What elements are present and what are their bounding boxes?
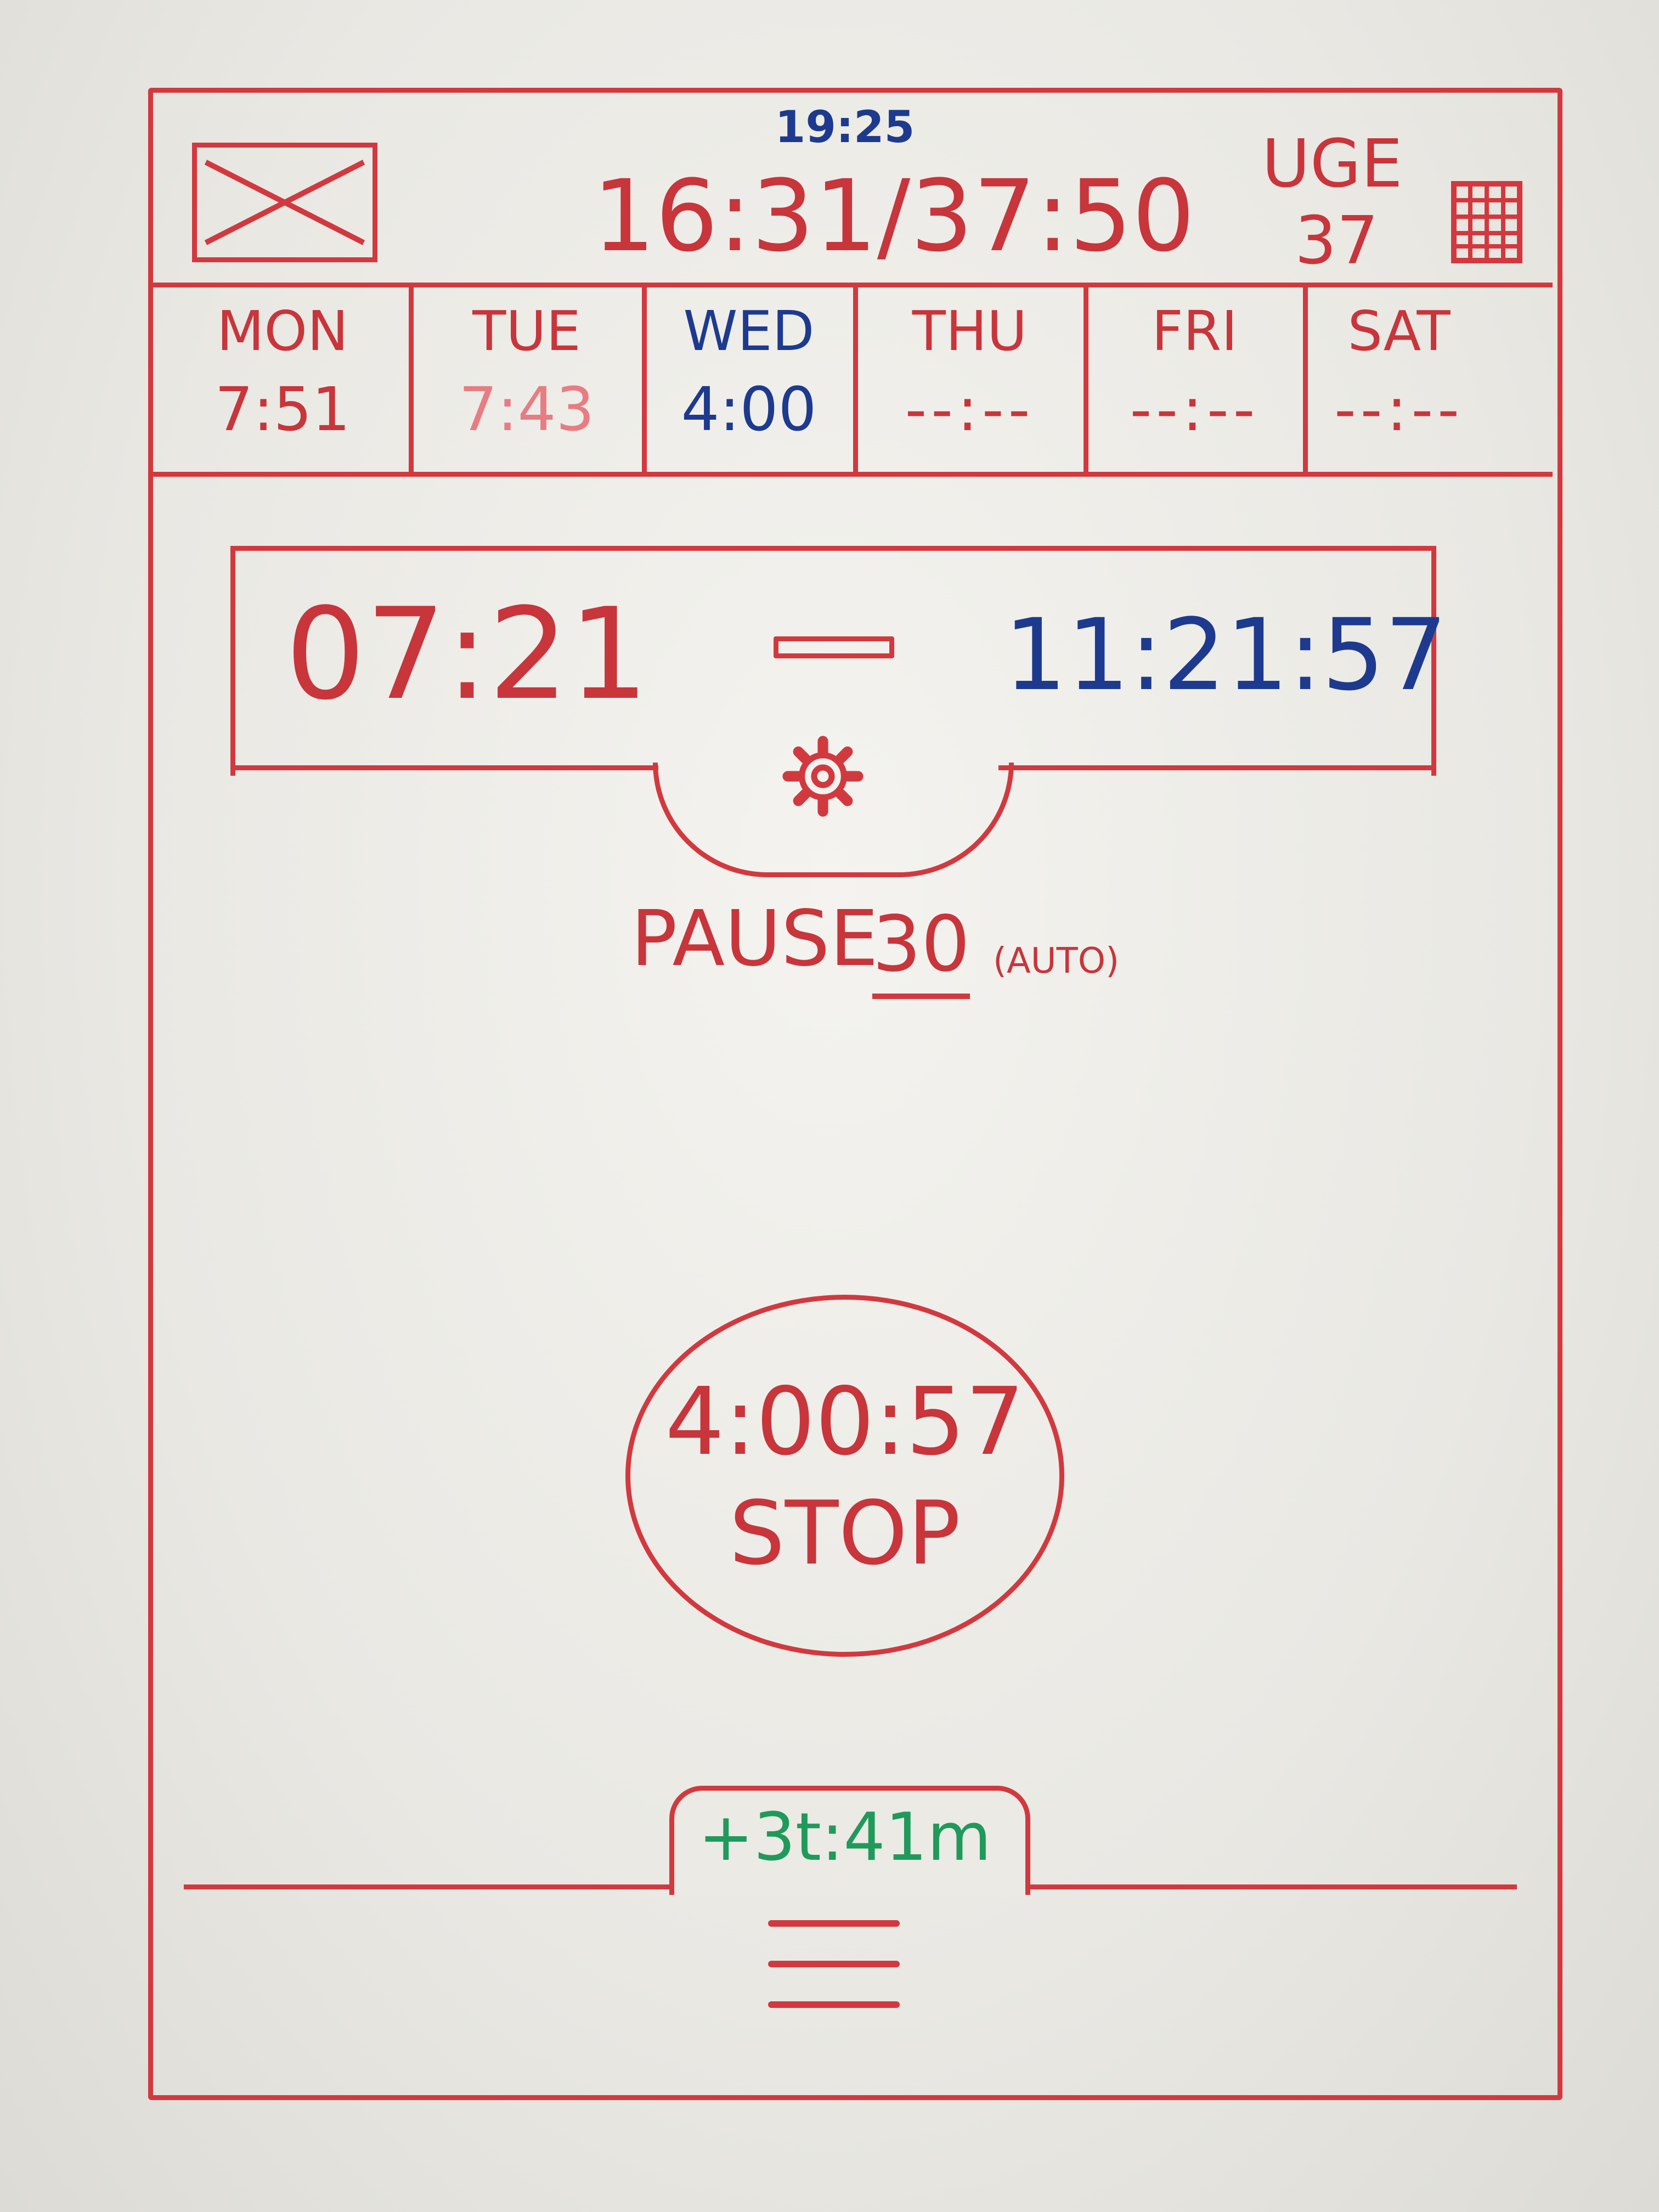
week-label: UGE [1262,126,1403,202]
days-divider [148,472,1553,477]
hamburger-menu-icon[interactable] [768,1920,900,2024]
day-name: WED [683,299,815,363]
image-placeholder-icon [192,143,377,262]
day-hours: 7:51 [215,374,351,444]
pause-label: PAUSE [631,894,879,984]
pause-mode: (AUTO) [993,941,1120,981]
day-name: FRI [1152,299,1238,363]
gear-icon[interactable] [779,732,867,820]
day-hours: --:-- [1334,374,1464,444]
range-dash [774,636,894,658]
day-mon[interactable]: MON 7:51 [159,299,406,469]
elapsed-timer: 4:00:57 [665,1367,1025,1476]
day-hours: 4:00 [681,374,817,444]
day-separator [642,285,647,475]
start-time[interactable]: 07:21 [285,582,649,728]
stop-label: STOP [729,1481,961,1584]
day-separator [1303,285,1308,475]
day-separator [409,285,414,475]
day-hours: --:-- [905,374,1035,444]
day-separator [853,285,858,475]
day-separator [1084,285,1088,475]
day-sat[interactable]: SAT --:-- [1308,299,1489,469]
session-box [230,546,1436,776]
day-thu[interactable]: THU --:-- [859,299,1081,469]
week-number[interactable]: 37 [1295,203,1379,279]
day-fri[interactable]: FRI --:-- [1089,299,1300,469]
calendar-icon[interactable] [1448,178,1525,266]
session-box-bottom [230,765,658,770]
week-hours: 16:31/37:50 [592,159,1195,274]
current-time: 11:21:57 [1004,598,1448,713]
day-name: MON [217,299,348,363]
time-balance: +3t:41m [698,1799,991,1876]
day-name: TUE [472,299,581,363]
header-divider [148,283,1553,287]
day-name: THU [912,299,1028,363]
day-name: SAT [1347,299,1451,363]
session-box-bottom [998,765,1431,770]
day-tue[interactable]: TUE 7:43 [414,299,639,469]
app-frame [148,88,1562,2100]
pause-minutes[interactable]: 30 [872,900,970,999]
stop-button[interactable]: 4:00:57 STOP [625,1295,1064,1657]
day-hours: 7:43 [459,374,595,444]
day-wed[interactable]: WED 4:00 [647,299,850,469]
balance-tab [669,1786,1030,1895]
day-hours: --:-- [1130,374,1260,444]
target-time: 19:25 [775,101,915,153]
